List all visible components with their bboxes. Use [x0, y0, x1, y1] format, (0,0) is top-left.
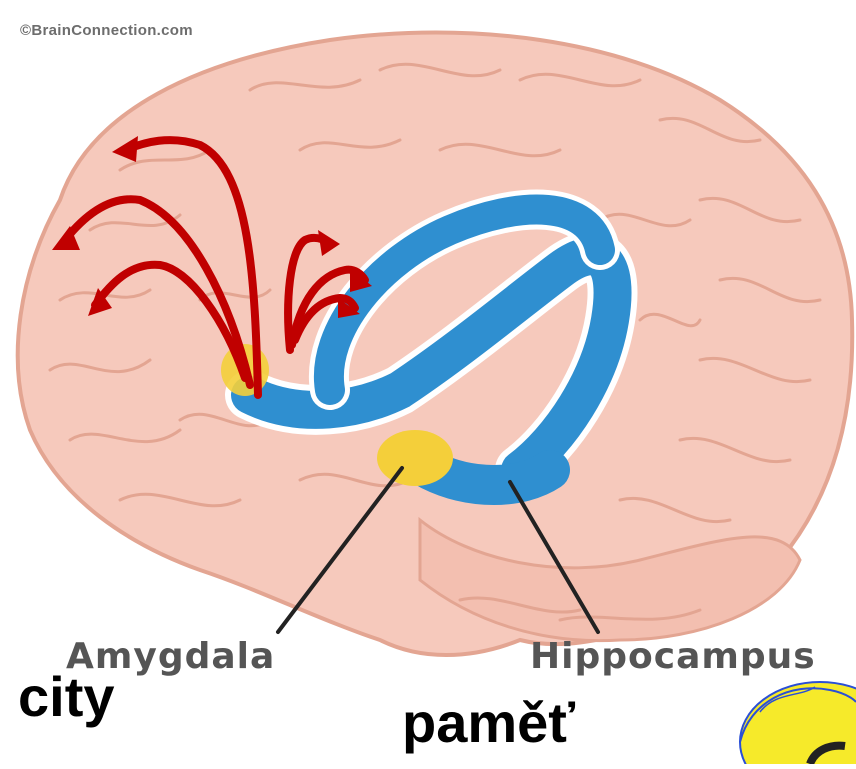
hippocampus-label: Hippocampus — [530, 636, 816, 677]
yellow-blob-icon — [720, 672, 856, 764]
credit-text: ©BrainConnection.com — [20, 22, 193, 39]
decorative-sticker — [720, 672, 856, 764]
caption-pamet: paměť — [402, 690, 575, 755]
caption-city: city — [18, 664, 115, 729]
